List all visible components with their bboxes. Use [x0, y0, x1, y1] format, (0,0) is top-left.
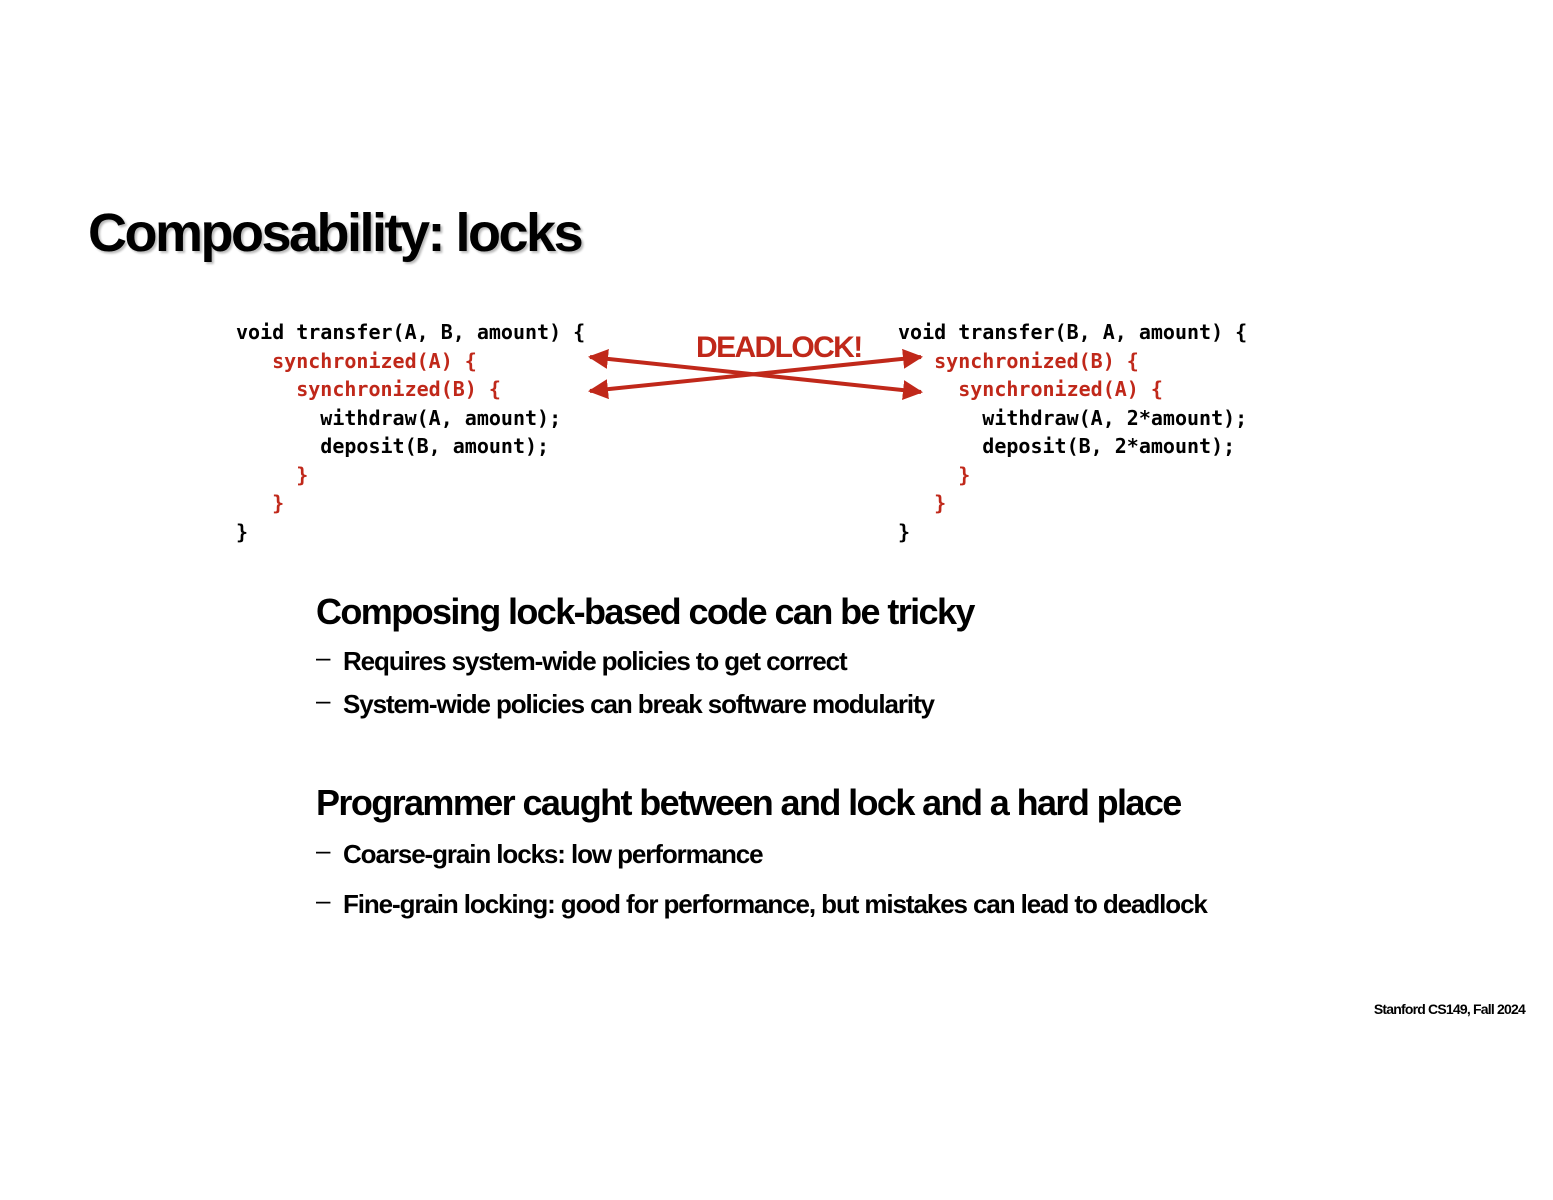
code-line: } [236, 462, 309, 487]
code-line: deposit(B, amount); [236, 434, 550, 458]
code-line: synchronized(A) { [898, 377, 1163, 401]
code-line: void transfer(B, A, amount) { [898, 320, 1248, 344]
code-line: synchronized(B) { [236, 377, 501, 401]
code-line: } [236, 519, 249, 544]
section-composing-locks: Composing lock-based code can be tricky … [316, 591, 975, 734]
bullet-text: System-wide policies can break software … [343, 689, 935, 719]
bullet-item: – Fine-grain locking: good for performan… [316, 887, 1208, 919]
bullet-list: – Coarse-grain locks: low performance – … [316, 837, 1208, 919]
code-line: } [898, 491, 947, 515]
section-heading: Composing lock-based code can be tricky [316, 591, 975, 632]
footer-course-label: Stanford CS149, Fall 2024 [1373, 1001, 1526, 1017]
code-line: withdraw(A, amount); [236, 405, 562, 430]
section-programmer-tradeoff: Programmer caught between and lock and a… [316, 782, 1208, 941]
code-line: } [898, 519, 911, 544]
code-block-left: void transfer(A, B, amount) { synchroniz… [236, 318, 585, 546]
deadlock-label: DEADLOCK! [696, 331, 863, 364]
bullet-dash: – [316, 835, 331, 865]
code-line: } [236, 491, 285, 515]
code-line: withdraw(A, 2*amount); [898, 405, 1248, 430]
bullet-item: – Coarse-grain locks: low performance [316, 837, 1207, 869]
code-line: synchronized(A) { [236, 348, 477, 373]
code-block-right: void transfer(B, A, amount) { synchroniz… [898, 318, 1247, 546]
bullet-list: – Requires system-wide policies to get c… [316, 644, 974, 719]
bullet-item: – Requires system-wide policies to get c… [316, 644, 974, 676]
code-line: deposit(B, 2*amount); [898, 434, 1236, 458]
bullet-item: – System-wide policies can break softwar… [316, 687, 974, 719]
bullet-text: Requires system-wide policies to get cor… [343, 646, 848, 676]
slide-title: Composability: locks [88, 203, 584, 263]
code-line: synchronized(B) { [898, 348, 1139, 373]
code-line: void transfer(A, B, amount) { [236, 320, 586, 344]
code-line: } [898, 462, 971, 487]
bullet-dash: – [316, 642, 331, 672]
bullet-text: Coarse-grain locks: low performance [343, 839, 764, 869]
bullet-text: Fine-grain locking: good for performance… [343, 889, 1208, 919]
section-heading: Programmer caught between and lock and a… [316, 782, 1182, 823]
bullet-dash: – [316, 685, 331, 715]
bullet-dash: – [316, 885, 331, 915]
